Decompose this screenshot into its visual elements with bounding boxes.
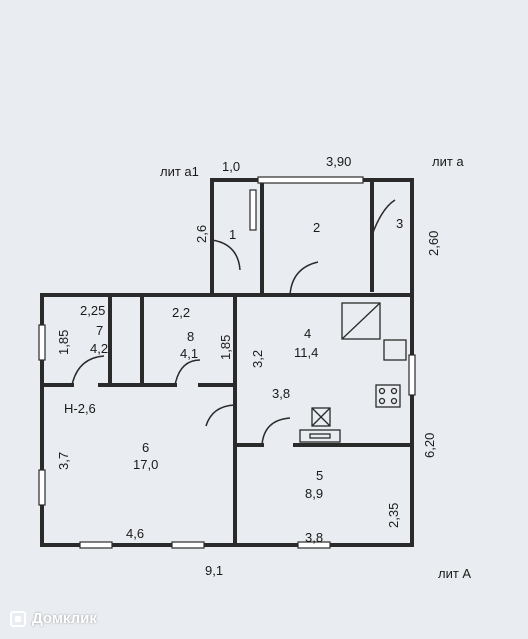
sink-icon [383,339,407,361]
room-number: 4 [304,326,311,341]
shower-icon [341,302,381,340]
room-area: 8,9 [305,486,323,501]
room-area: 11,4 [294,345,318,360]
ceiling-height: Н-2,6 [64,401,96,416]
fixtures [299,302,407,443]
room-number: 7 [96,323,103,338]
dim-right-main: 6,20 [422,433,437,458]
dim-bottom-total: 9,1 [205,563,223,578]
dim-left-upper: 2,6 [194,225,209,243]
dim-room8-height: 1,85 [218,335,233,360]
dim-room6-height: 3,7 [56,452,71,470]
dim-room8-width: 2,2 [172,305,190,320]
dim-room4-width: 3,8 [272,386,290,401]
stove-icon [375,384,401,408]
dim-room7-height: 1,85 [56,330,71,355]
domclick-watermark: Домклик [10,610,97,627]
dim-top-left: 1,0 [222,159,240,174]
domclick-logo-icon [10,610,26,627]
dim-room5-height: 2,35 [386,503,401,528]
dim-room5-width: 3,8 [305,530,323,545]
room-number: 3 [396,216,403,231]
room-5: 5 8,9 [305,468,323,501]
room-number: 8 [187,329,194,344]
room-number: 2 [313,220,320,235]
room-2: 2 [313,220,320,235]
label-lit-A: лит А [438,566,471,581]
label-lit-a: лит а [432,154,464,169]
room-number: 6 [142,440,149,455]
walls [40,178,414,547]
windows [38,176,416,549]
room-1: 1 [229,227,236,242]
doors [71,199,396,446]
room-number: 5 [316,468,323,483]
boiler-icon [311,407,331,427]
room-4: 4 11,4 [294,326,318,360]
room-3: 3 [396,216,403,231]
dim-top-main: 3,90 [326,154,351,169]
dim-room4-height: 3,2 [250,350,265,368]
watermark-text: Домклик [32,610,97,627]
label-lit-a1: лит а1 [160,164,199,179]
room-number: 1 [229,227,236,242]
dim-room6-width: 4,6 [126,526,144,541]
room-8: 8 4,1 [180,329,198,361]
room-area: 17,0 [133,457,158,472]
dim-room7-width: 2,25 [80,303,105,318]
dim-right-upper: 2,60 [426,231,441,256]
room-area: 4,2 [90,341,108,356]
room-7: 7 4,2 [90,323,108,356]
heater-icon [299,429,341,443]
room-area: 4,1 [180,346,198,361]
room-6: 6 17,0 [133,440,158,472]
